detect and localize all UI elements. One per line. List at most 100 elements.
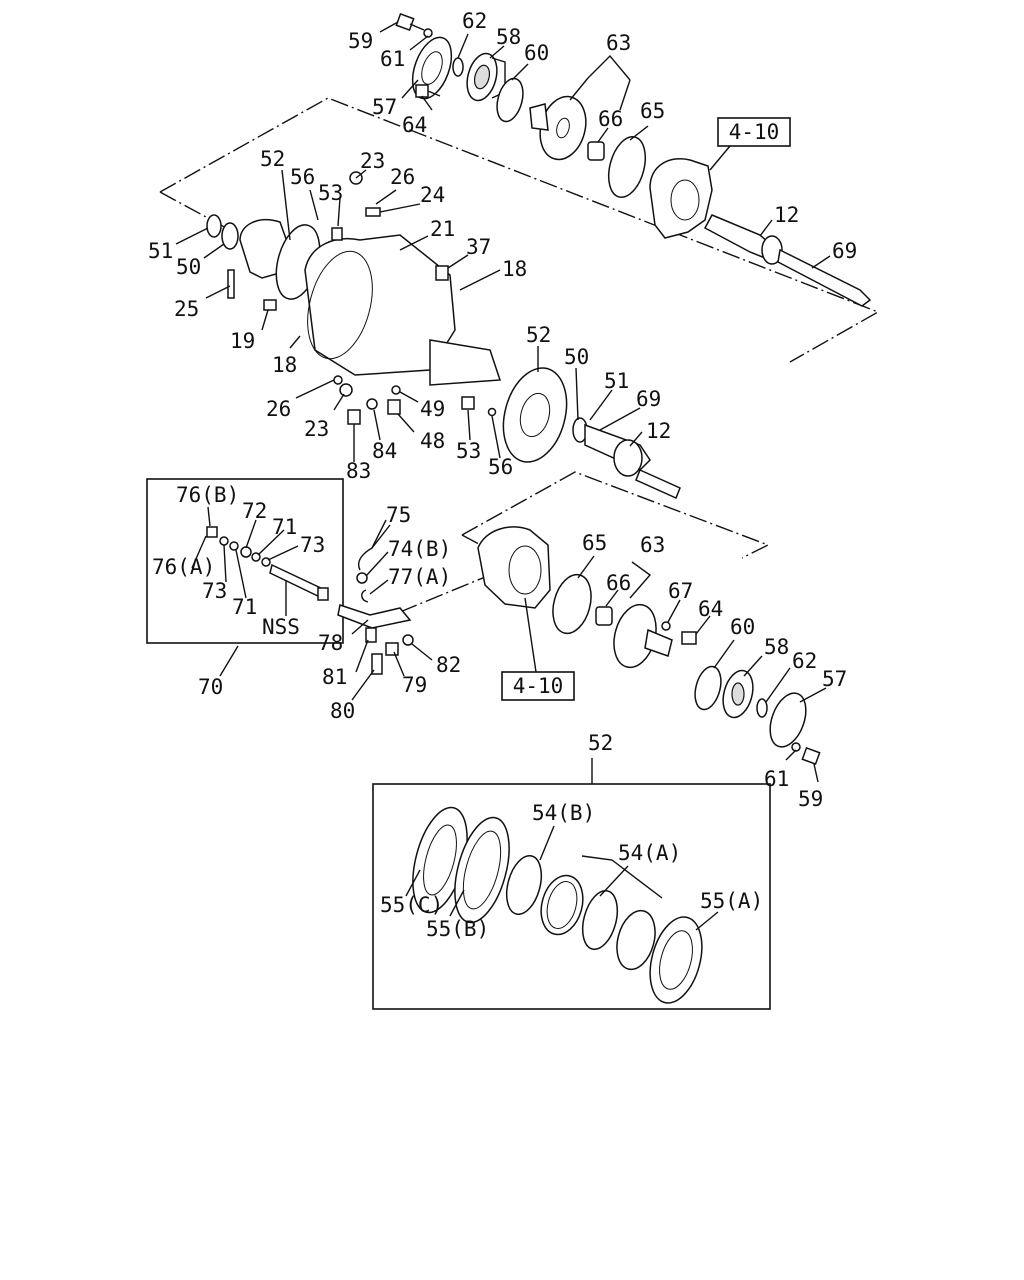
callout-label: 18 — [502, 257, 527, 281]
gasket-60-lower — [694, 665, 722, 711]
housing-pipe — [429, 339, 502, 386]
callout-label: 70 — [198, 675, 223, 699]
seal-54a-2 — [616, 909, 656, 971]
spring-pin-75 — [358, 524, 391, 571]
leader-lines — [175, 21, 831, 931]
washer-84 — [366, 398, 378, 410]
callout-label: 64 — [402, 113, 427, 137]
callout-label: 19 — [230, 329, 255, 353]
callout-label: 50 — [176, 255, 201, 279]
callout-label: 59 — [798, 787, 823, 811]
axle-shaft-upper — [703, 214, 872, 307]
callout-label: 50 — [564, 345, 589, 369]
washer-67 — [661, 621, 671, 631]
ref-label-top: 4-10 — [729, 120, 780, 144]
callout-labels: 59 61 62 58 60 63 57 64 66 65 12 69 52 5… — [148, 9, 857, 941]
knuckle-lower — [477, 526, 551, 609]
bolt-64-upper — [415, 84, 441, 98]
assembly-boundary-lower — [399, 471, 770, 613]
lever-78 — [337, 604, 412, 629]
callout-label: 63 — [606, 31, 631, 55]
callout-label: 58 — [764, 635, 789, 659]
callout-label: 52 — [526, 323, 551, 347]
callout-label: 26 — [266, 397, 291, 421]
callout-label: 18 — [272, 353, 297, 377]
callout-label: 49 — [420, 397, 445, 421]
callout-label: 25 — [174, 297, 199, 321]
callout-label: 66 — [606, 571, 631, 595]
bearing-58-upper — [466, 52, 506, 102]
o-ring-62-lower — [756, 698, 768, 718]
callout-label: 54(A) — [618, 841, 681, 865]
washer-56-lower — [487, 407, 497, 417]
callout-label: 56 — [488, 455, 513, 479]
part-76b — [206, 526, 218, 538]
callout-label: 64 — [698, 597, 723, 621]
cv-12-lower — [613, 439, 643, 477]
callout-label: 53 — [318, 181, 343, 205]
bolt-59-upper — [395, 13, 425, 31]
callout-label: 52 — [260, 147, 285, 171]
callout-label: 77(A) — [388, 565, 451, 589]
callout-label: 58 — [496, 25, 521, 49]
callout-label: 37 — [466, 235, 491, 259]
callout-label: 72 — [242, 499, 267, 523]
callout-label: 79 — [402, 673, 427, 697]
plate-55a — [649, 916, 703, 1004]
lock-plate-57-upper — [411, 36, 453, 100]
lock-plate-57-lower — [769, 692, 807, 748]
seal-51-upper — [206, 214, 222, 238]
gasket-60-upper — [496, 77, 524, 123]
seal-kit-box-52 — [372, 783, 771, 1010]
callout-label: 56 — [290, 165, 315, 189]
fitting-80 — [371, 653, 383, 675]
callout-label: 59 — [348, 29, 373, 53]
bearing-50-upper — [221, 222, 239, 250]
callout-label: 21 — [430, 217, 455, 241]
callout-label: 75 — [386, 503, 411, 527]
callout-label: 57 — [372, 95, 397, 119]
knuckle-upper — [649, 158, 713, 239]
flange-52-lower — [502, 367, 568, 463]
callout-label: 57 — [822, 667, 847, 691]
ref-box-mid: 4-10 — [501, 671, 575, 701]
stud-25 — [227, 269, 235, 299]
bolt-79 — [385, 642, 399, 656]
callout-label: 66 — [598, 107, 623, 131]
o-ring-54a — [581, 889, 619, 951]
bolt-64-lower — [681, 631, 697, 645]
callout-label: 62 — [792, 649, 817, 673]
bolt-59-lower — [801, 747, 821, 765]
callout-label: 23 — [360, 149, 385, 173]
bolt-19 — [263, 299, 277, 311]
gasket-49 — [391, 385, 401, 395]
callout-label: 48 — [420, 429, 445, 453]
callout-label: 83 — [346, 459, 371, 483]
callout-label: 65 — [582, 531, 607, 555]
fitting-81 — [365, 627, 377, 643]
callout-label: 55(B) — [426, 917, 489, 941]
callout-label: 80 — [330, 699, 355, 723]
callout-label: 53 — [456, 439, 481, 463]
callout-label: 61 — [380, 47, 405, 71]
rod-nss — [269, 563, 326, 600]
callout-label: 51 — [604, 369, 629, 393]
callout-label: 12 — [646, 419, 671, 443]
callout-label: 62 — [462, 9, 487, 33]
plate-55b — [454, 816, 510, 924]
callout-label: 26 — [390, 165, 415, 189]
callout-label: 74(B) — [388, 537, 451, 561]
axle-housing — [206, 171, 681, 500]
callout-label: 60 — [524, 41, 549, 65]
hub-group-upper — [395, 13, 872, 307]
gasket-65-upper — [607, 135, 647, 199]
gasket-65-lower — [552, 573, 592, 635]
callout-label: NSS — [262, 615, 300, 639]
callout-label: 55(A) — [700, 889, 763, 913]
callout-label: 51 — [148, 239, 173, 263]
callout-label: 61 — [764, 767, 789, 791]
bushing-66-lower — [595, 606, 613, 626]
callout-label: 84 — [372, 439, 397, 463]
callout-label: 63 — [640, 533, 665, 557]
